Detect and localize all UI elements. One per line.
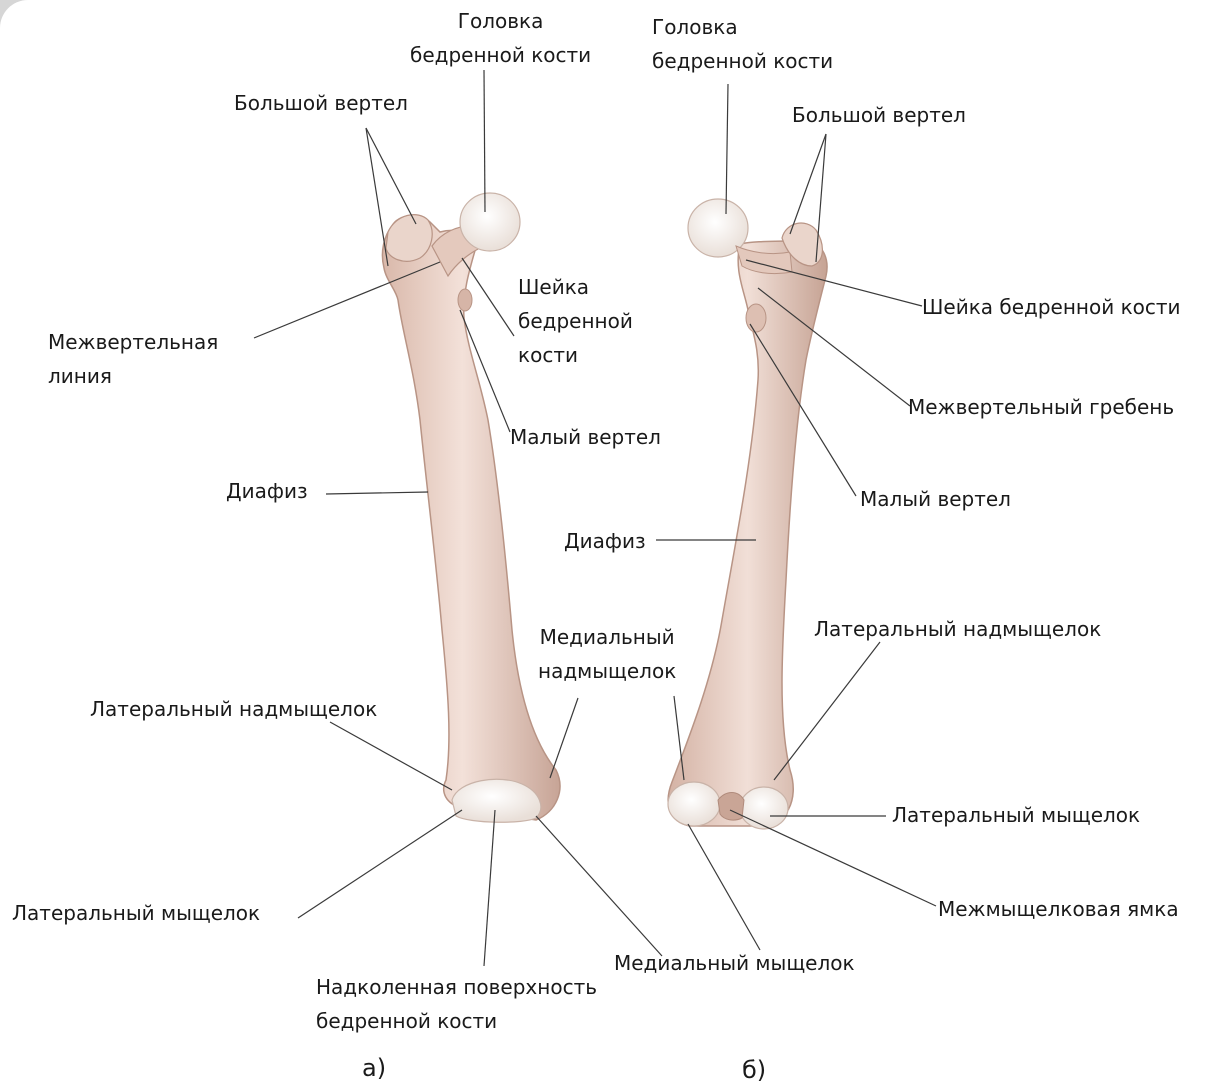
caption-front-view: а) bbox=[362, 1054, 386, 1082]
leader-back-medial-condyle bbox=[688, 824, 760, 950]
leader-back-greater-trochanter-a bbox=[790, 134, 826, 234]
leader-front-medial-condyle bbox=[536, 816, 662, 956]
leader-front-head bbox=[484, 70, 485, 212]
label-front-greater-trochanter: Большой вертел bbox=[234, 86, 408, 120]
label-front-lateral-epicondyle: Латеральный надмыщелок bbox=[90, 692, 377, 726]
label-back-intertrochanteric-crest: Межвертельный гребень bbox=[908, 390, 1174, 424]
back-lateral-condyle-shape bbox=[740, 787, 788, 829]
label-back-neck: Шейка бедренной кости bbox=[922, 290, 1181, 324]
label-back-head: Головка бедренной кости bbox=[652, 10, 833, 78]
label-back-lateral-condyle: Латеральный мыщелок bbox=[892, 798, 1140, 832]
front-head-shape bbox=[460, 193, 520, 251]
leader-back-head bbox=[726, 84, 728, 214]
femur-back-body bbox=[668, 240, 827, 826]
label-back-greater-trochanter: Большой вертел bbox=[792, 98, 966, 132]
label-front-medial-epicondyle: Медиальный надмыщелок bbox=[538, 620, 676, 688]
front-greater-trochanter-shape bbox=[386, 215, 432, 262]
leader-front-diaphysis bbox=[326, 492, 428, 494]
label-back-diaphysis: Диафиз bbox=[564, 524, 646, 558]
label-front-head: Головка бедренной кости bbox=[410, 4, 591, 72]
leader-front-medial-epicondyle bbox=[550, 698, 578, 778]
back-lesser-trochanter-shape bbox=[746, 304, 766, 332]
label-back-intercondylar-fossa: Межмыщелковая ямка bbox=[938, 892, 1179, 926]
label-front-lesser-trochanter: Малый вертел bbox=[510, 420, 661, 454]
label-front-medial-condyle: Медиальный мыщелок bbox=[614, 946, 855, 980]
back-intercondylar-fossa-shape bbox=[718, 793, 744, 821]
label-front-neck: Шейка бедренной кости bbox=[518, 270, 633, 372]
caption-back-view: б) bbox=[742, 1056, 766, 1084]
femur-back bbox=[668, 199, 827, 829]
leader-front-lateral-epicondyle bbox=[330, 722, 452, 790]
back-medial-condyle-shape bbox=[668, 782, 720, 826]
label-front-lateral-condyle: Латеральный мыщелок bbox=[12, 896, 260, 930]
front-lesser-trochanter-shape bbox=[458, 289, 472, 311]
leader-front-lateral-condyle bbox=[298, 810, 462, 918]
label-front-patellar-surface: Надколенная поверхность бедренной кости bbox=[316, 970, 597, 1038]
label-back-lesser-trochanter: Малый вертел bbox=[860, 482, 1011, 516]
label-front-diaphysis: Диафиз bbox=[226, 474, 308, 508]
leader-back-lateral-epicondyle bbox=[774, 642, 880, 780]
label-front-intertrochanteric-line: Межвертельная линия bbox=[48, 325, 218, 393]
leader-front-patellar-surface bbox=[484, 810, 495, 966]
label-back-lateral-epicondyle: Латеральный надмыщелок bbox=[814, 612, 1101, 646]
